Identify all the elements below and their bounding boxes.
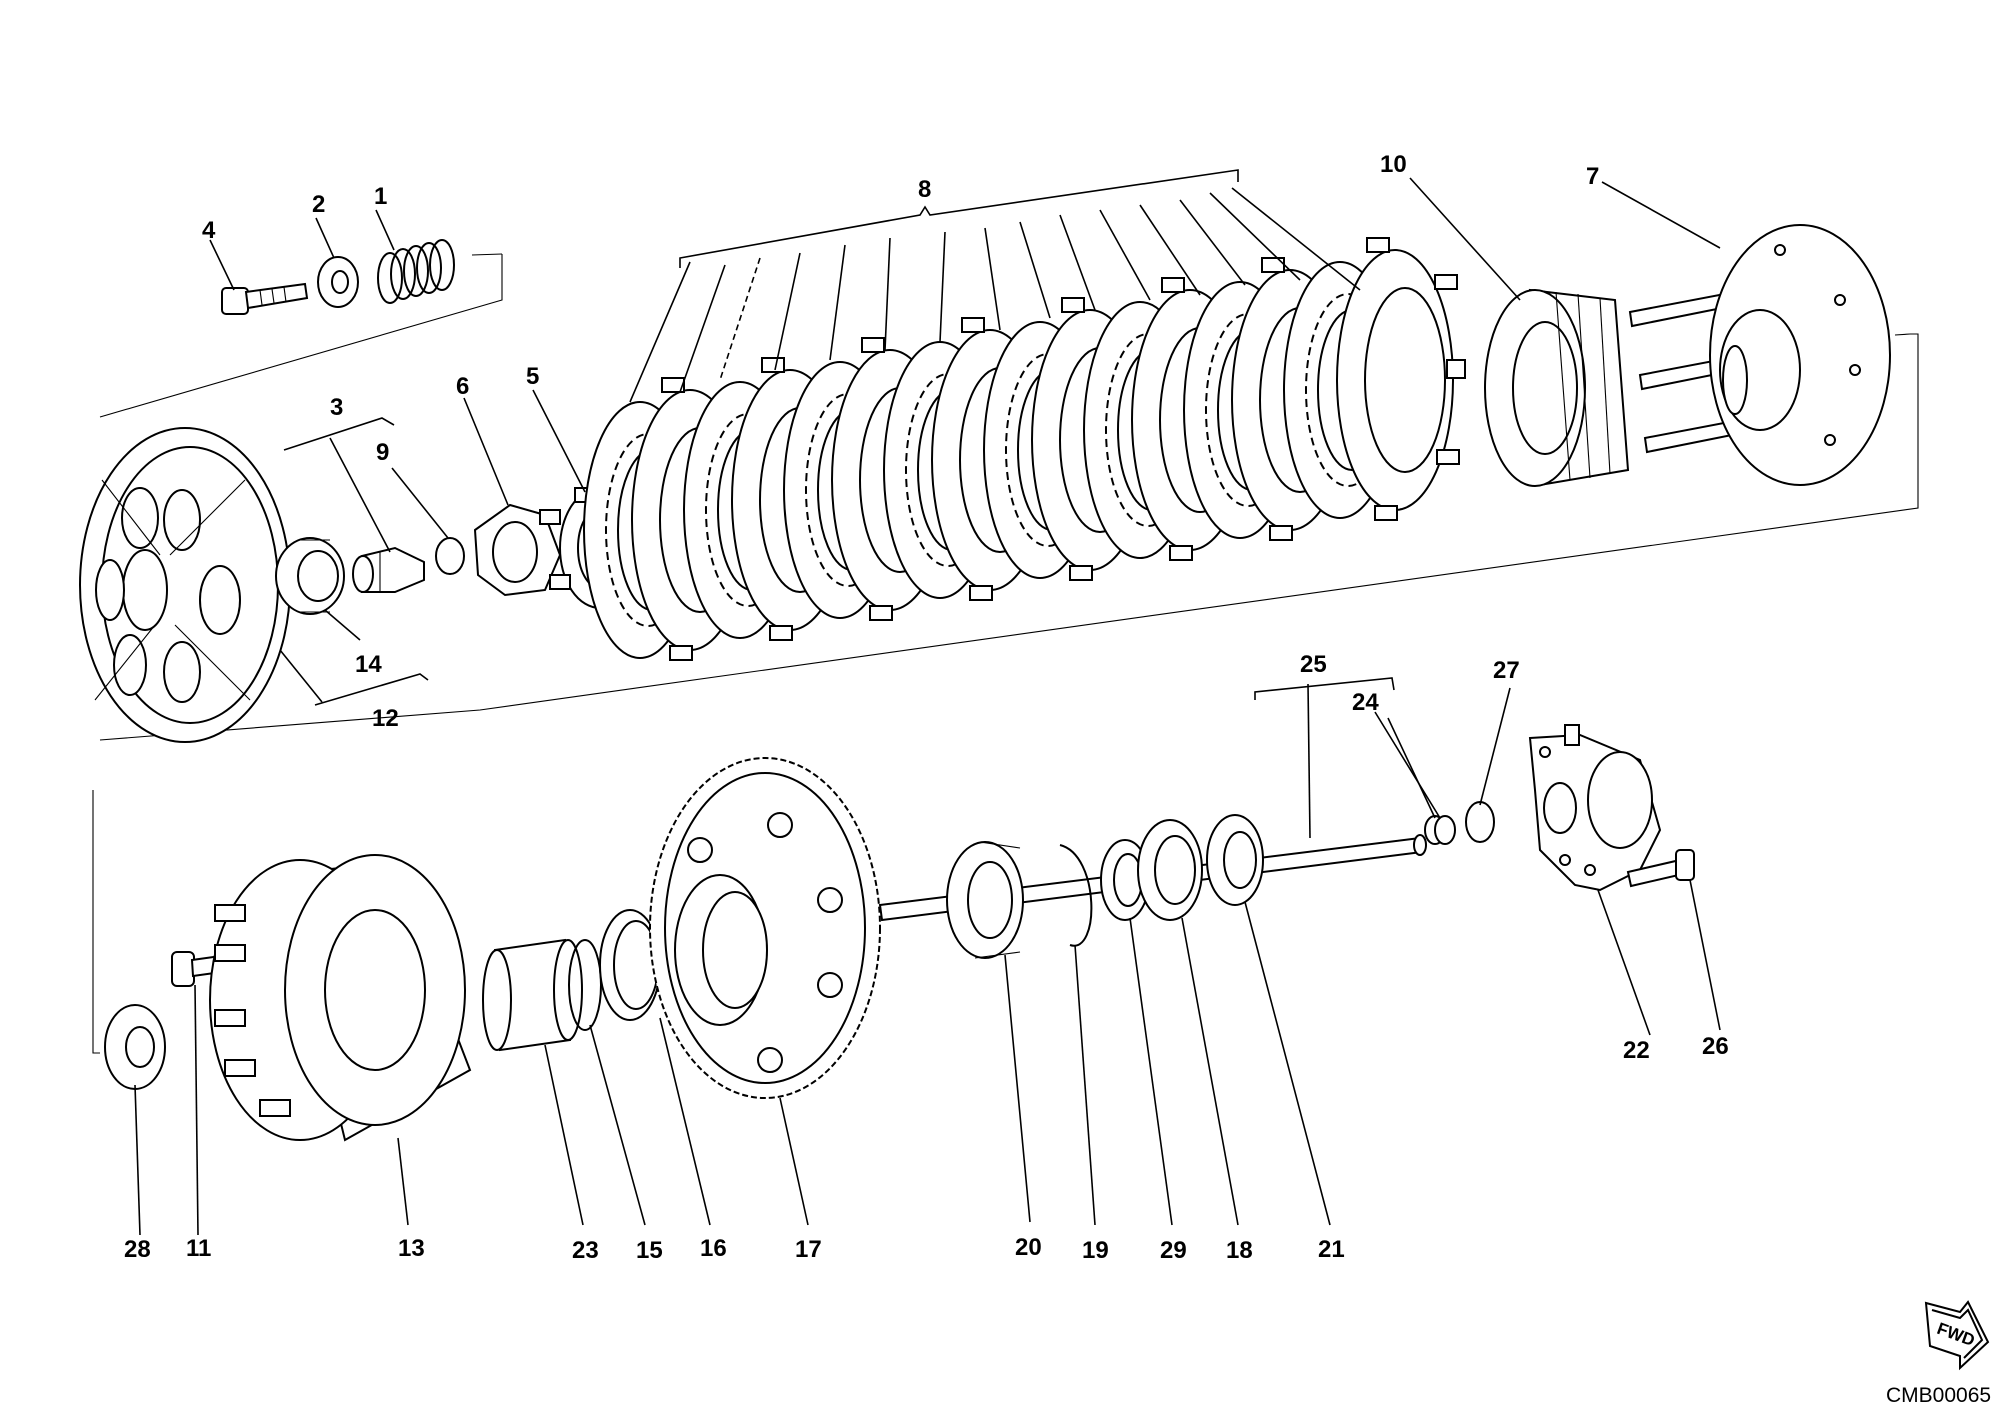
clutch-basket-part <box>209 854 472 1142</box>
cylinder-bolt-part <box>1626 849 1695 888</box>
callout-8: 8 <box>918 176 931 203</box>
callout-18: 18 <box>1226 1237 1253 1264</box>
callout-5: 5 <box>526 363 539 390</box>
callout-22: 22 <box>1623 1037 1650 1064</box>
drawing-code: CMB00065 <box>1886 1384 1991 1407</box>
o-ring-part <box>435 537 465 575</box>
shaft-spacer-part <box>1100 839 1150 921</box>
callout-29: 29 <box>1160 1237 1187 1264</box>
callout-17: 17 <box>795 1236 822 1263</box>
callout-21: 21 <box>1318 1236 1345 1263</box>
bottom-assembly <box>92 724 1695 1142</box>
callout-27: 27 <box>1493 657 1520 684</box>
needle-bearing-part <box>1137 819 1203 921</box>
primary-gear-part <box>649 757 881 1099</box>
bushing-part <box>482 938 583 1052</box>
inner-hub-part <box>1484 288 1630 487</box>
seal-part <box>1424 815 1456 845</box>
slave-cylinder-part <box>1528 724 1662 892</box>
shaft-bushing-part <box>1206 814 1264 906</box>
callout-19: 19 <box>1082 1237 1109 1264</box>
leader-lines <box>134 169 1721 1236</box>
seal-o-ring-part <box>1465 801 1495 843</box>
callout-16: 16 <box>700 1235 727 1262</box>
callout-4: 4 <box>202 217 216 244</box>
callout-11: 11 <box>186 1235 211 1262</box>
callout-15: 15 <box>636 1237 663 1264</box>
callout-labels: 1 2 3 4 5 6 7 8 9 10 11 12 13 14 15 16 1… <box>124 151 1729 1264</box>
callout-3: 3 <box>330 394 343 421</box>
callout-23: 23 <box>572 1237 599 1264</box>
top-assembly <box>79 224 1919 743</box>
callout-14: 14 <box>355 651 382 678</box>
callout-1: 1 <box>374 183 387 210</box>
callout-12: 12 <box>372 705 399 732</box>
thrust-washer-part <box>104 1004 166 1090</box>
pressure-plate-part <box>79 427 291 743</box>
callout-26: 26 <box>1702 1033 1729 1060</box>
callout-13: 13 <box>398 1235 425 1262</box>
bolt-part <box>221 282 309 315</box>
callout-2: 2 <box>312 191 325 218</box>
callout-28: 28 <box>124 1236 151 1263</box>
callout-24: 24 <box>1352 689 1379 716</box>
spacer-ring-part <box>599 909 661 1021</box>
c-clip-part <box>1059 844 1093 947</box>
nut-part <box>473 503 562 597</box>
callout-6: 6 <box>456 373 469 400</box>
callout-25: 25 <box>1300 651 1327 678</box>
clutch-plate-stack-part <box>583 237 1466 661</box>
spring-part <box>377 239 455 304</box>
shaft-bearing-part <box>946 841 1024 959</box>
bearing-part <box>275 537 345 615</box>
fwd-arrow-icon: FWD <box>1924 1300 1990 1371</box>
callout-20: 20 <box>1015 1234 1042 1261</box>
washer-part <box>317 256 359 308</box>
pushrod-part <box>352 546 425 593</box>
callout-10: 10 <box>1380 151 1407 178</box>
callout-9: 9 <box>376 439 389 466</box>
callout-7: 7 <box>1586 163 1599 190</box>
rear-plate-part <box>1709 224 1891 486</box>
